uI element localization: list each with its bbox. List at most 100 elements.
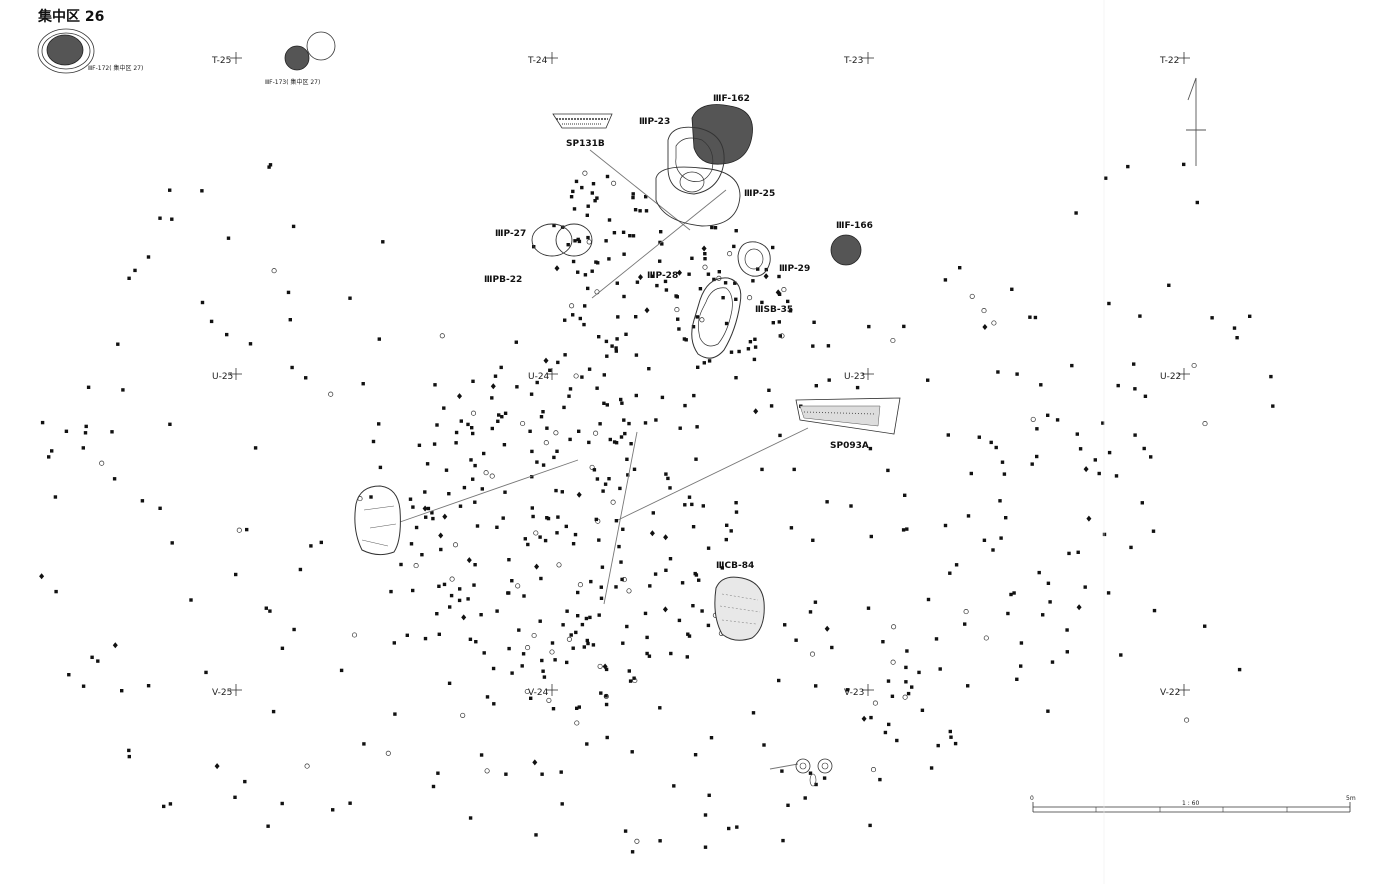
artifact-point: [634, 315, 638, 319]
artifact-point: [585, 213, 589, 217]
artifact-point: [540, 772, 544, 776]
artifact-point: [425, 462, 430, 466]
artifact-point: [604, 239, 608, 243]
artifact-point: [1129, 545, 1133, 550]
artifact-point: [590, 269, 594, 273]
artifact-point-open: [969, 293, 975, 299]
artifact-point: [666, 476, 670, 481]
artifact-point: [448, 605, 452, 609]
artifact-point: [586, 235, 590, 240]
artifact-point-diamond: [112, 642, 118, 649]
artifact-point: [614, 349, 618, 353]
artifact-point: [869, 534, 873, 539]
artifact-point: [599, 585, 603, 589]
artifact-point: [1075, 432, 1079, 436]
artifact-point: [553, 658, 557, 662]
artifact-point: [500, 415, 504, 419]
artifact-point: [625, 624, 629, 629]
artifact-point: [576, 270, 580, 274]
artifact-point: [771, 245, 775, 250]
artifact-point: [712, 277, 716, 282]
artifact-point: [110, 430, 114, 434]
artifact-point: [695, 315, 699, 319]
artifact-point: [643, 421, 648, 425]
artifact-point: [595, 477, 600, 481]
artifact-point: [127, 748, 131, 753]
artifact-point: [554, 488, 558, 493]
artifact-point: [490, 426, 494, 431]
artifact-point: [538, 619, 542, 623]
artifact-point: [660, 395, 665, 400]
artifact-point: [811, 538, 815, 542]
artifact-point: [399, 562, 403, 567]
artifact-point: [1114, 474, 1119, 478]
artifact-point-diamond: [638, 274, 643, 281]
artifact-point: [571, 646, 575, 650]
feature-pb22: ⅢPB-22: [484, 275, 522, 285]
artifact-point-open: [582, 170, 588, 176]
artifact-point-diamond: [982, 324, 988, 330]
artifact-point: [1269, 374, 1273, 379]
artifact-point: [569, 195, 574, 199]
artifact-point: [503, 411, 508, 415]
artifact-point: [1046, 413, 1050, 417]
artifact-point: [734, 376, 738, 380]
artifact-point: [573, 532, 578, 537]
artifact-point: [361, 382, 365, 386]
artifact-point-open: [1202, 421, 1208, 427]
artifact-point: [479, 753, 484, 757]
artifact-point-open: [484, 768, 490, 774]
artifact-point-open: [1030, 416, 1036, 422]
artifact-point-open: [870, 767, 877, 773]
artifact-point-diamond: [677, 269, 682, 276]
artifact-point: [580, 622, 585, 627]
artifact-point: [610, 344, 614, 348]
artifact-point-diamond: [763, 273, 769, 280]
artifact-point: [625, 457, 629, 461]
feature-p25: ⅢP-25: [655, 166, 775, 227]
artifact-point-open: [779, 333, 785, 339]
artifact-point: [555, 531, 559, 535]
artifact-point: [539, 415, 544, 419]
artifact-point: [786, 299, 790, 304]
artifact-point: [140, 499, 145, 503]
artifact-point: [444, 468, 449, 472]
artifact-point: [497, 413, 501, 417]
artifact-point-open: [963, 609, 969, 615]
artifact-point: [733, 281, 737, 285]
artifact-point: [631, 195, 635, 200]
artifact-point: [1000, 460, 1005, 464]
artifact-point: [1097, 471, 1101, 476]
artifact-point-open: [577, 582, 583, 588]
artifact-point: [1106, 591, 1111, 595]
artifact-point: [958, 266, 962, 270]
artifact-point-diamond: [438, 532, 444, 539]
artifact-point: [703, 252, 707, 256]
artifact-point: [721, 296, 725, 300]
artifact-point: [83, 431, 88, 435]
artifact-point: [462, 485, 467, 490]
artifact-point: [319, 540, 323, 545]
artifact-point: [454, 441, 458, 445]
artifact-point: [567, 394, 571, 398]
artifact-point: [627, 421, 631, 426]
artifact-point-diamond: [466, 557, 472, 564]
artifact-point: [630, 750, 634, 754]
artifact-point: [599, 596, 604, 600]
artifact-point-open: [890, 337, 896, 344]
artifact-point: [778, 334, 782, 338]
artifact-point: [1142, 446, 1146, 451]
artifact-point: [271, 709, 276, 714]
artifact-sp093a: SP093A: [795, 397, 901, 451]
artifact-point: [612, 440, 617, 444]
artifact-point: [1035, 454, 1039, 459]
artifact-point-diamond: [554, 265, 560, 272]
artifact-point: [690, 256, 694, 260]
feature-f172: ⅢF-172( 集中区 27): [37, 28, 143, 74]
artifact-point: [1237, 667, 1242, 672]
artifact-point-open: [533, 530, 539, 536]
artifact-point-open: [586, 239, 592, 245]
feature-p23: ⅢP-23: [639, 117, 725, 195]
grid-point: U-24: [528, 368, 558, 382]
